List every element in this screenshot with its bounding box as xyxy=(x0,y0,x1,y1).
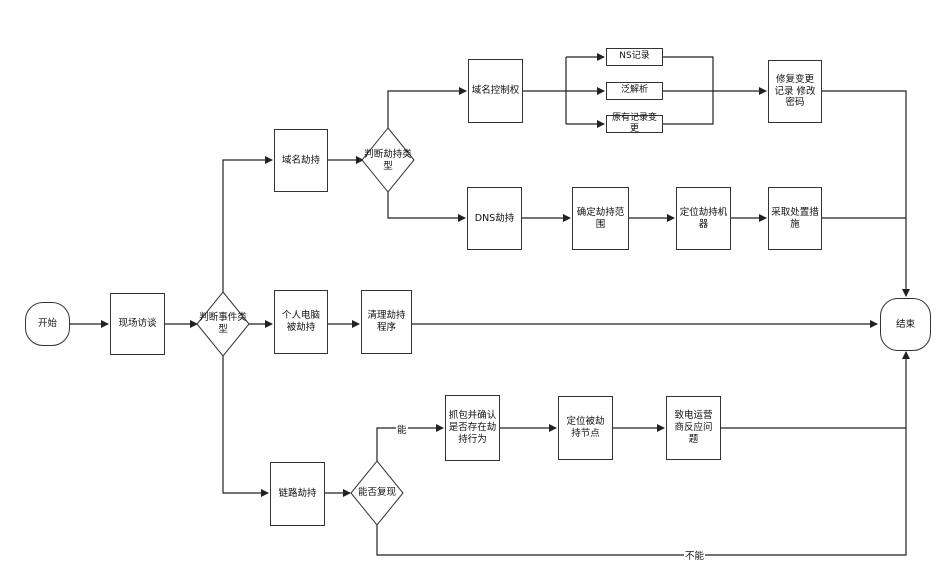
clean-program-node: 清理劫持程序 xyxy=(361,290,412,354)
edge-reproduce-no xyxy=(376,351,910,556)
judge-event-diamond xyxy=(196,291,250,357)
report-isp-node: 致电运营商反应问题 xyxy=(666,396,721,460)
edge-judge-link xyxy=(222,356,269,497)
confirm-scope-node: 确定劫持范围 xyxy=(572,187,629,250)
report-isp-label: 致电运营商反应问题 xyxy=(674,410,713,445)
take-measures-node: 采取处置措施 xyxy=(768,187,822,250)
original-record-node: 原有记录变更 xyxy=(606,112,663,134)
domain-hijack-node: 域名劫持 xyxy=(274,129,328,192)
end-label: 结束 xyxy=(895,318,915,330)
judge-event-label: 判断事件类型 xyxy=(199,312,247,335)
link-hijack-label: 链路劫持 xyxy=(278,488,317,500)
dns-hijack-node: DNS劫持 xyxy=(467,187,522,250)
start-node: 开始 xyxy=(25,302,70,346)
locate-node-label: 定位被劫持节点 xyxy=(566,416,605,439)
edge-judgehijack-control xyxy=(387,87,467,128)
edge-judgehijack-dns xyxy=(387,192,466,222)
edge-label-no: 不能 xyxy=(684,548,706,562)
clean-program-label: 清理劫持程序 xyxy=(367,310,406,333)
fix-change-label: 修复变更记录 修改密码 xyxy=(774,73,816,109)
edge-reproduce-capture xyxy=(376,424,444,461)
locate-node-node: 定位被劫持节点 xyxy=(558,396,613,460)
site-visit-node: 现场访谈 xyxy=(110,293,165,355)
ns-record-label: NS记录 xyxy=(619,51,650,62)
capture-node: 抓包并确认是否存在劫持行为 xyxy=(445,395,500,461)
can-reproduce-diamond xyxy=(350,460,404,526)
edge-fix-end xyxy=(822,90,910,297)
ns-record-node: NS记录 xyxy=(606,48,663,66)
wildcard-label: 泛解析 xyxy=(620,85,648,96)
judge-hijack-label: 判断劫持类型 xyxy=(364,149,412,172)
start-label: 开始 xyxy=(37,318,57,330)
link-hijack-node: 链路劫持 xyxy=(270,462,325,526)
pc-hijacked-node: 个人电脑被劫持 xyxy=(274,290,328,354)
domain-hijack-label: 域名劫持 xyxy=(281,154,320,166)
edge-judge-domain xyxy=(222,156,273,292)
fix-change-node: 修复变更记录 修改密码 xyxy=(768,60,822,123)
edge-label-yes: 能 xyxy=(396,422,408,436)
can-reproduce-label: 能否复现 xyxy=(357,487,396,499)
site-visit-label: 现场访谈 xyxy=(118,318,157,330)
dns-hijack-label: DNS劫持 xyxy=(474,212,515,224)
domain-control-label: 域名控制权 xyxy=(471,85,520,97)
capture-label: 抓包并确认是否存在劫持行为 xyxy=(448,410,497,445)
take-measures-label: 采取处置措施 xyxy=(771,206,819,230)
judge-hijack-diamond xyxy=(361,127,415,193)
domain-control-node: 域名控制权 xyxy=(468,59,523,123)
original-record-label: 原有记录变更 xyxy=(611,112,657,134)
end-node: 结束 xyxy=(880,298,931,351)
confirm-scope-label: 确定劫持范围 xyxy=(576,206,625,230)
pc-hijacked-label: 个人电脑被劫持 xyxy=(281,310,320,333)
locate-machine-label: 定位劫持机器 xyxy=(679,206,728,230)
locate-machine-node: 定位劫持机器 xyxy=(676,187,731,250)
wildcard-node: 泛解析 xyxy=(606,82,663,100)
